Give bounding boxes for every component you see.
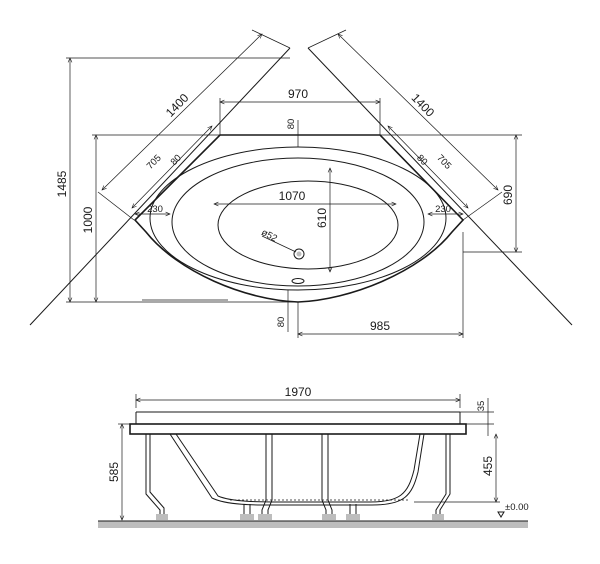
dim-705-left-line — [132, 126, 212, 208]
dim-585-label: 585 — [107, 462, 121, 482]
dim-1400-right-line — [338, 34, 498, 190]
wall-line-right — [307, 47, 573, 326]
dim-455-label: 455 — [481, 456, 495, 476]
dim-drain-label: ø52 — [259, 227, 279, 244]
dim-35-label: 35 — [476, 401, 487, 412]
tub-basin — [171, 157, 425, 287]
side-tub-body — [175, 433, 421, 503]
dim-80-left-label: 80 — [169, 153, 184, 168]
foot-4 — [322, 514, 336, 520]
dim-1400-left-ext1 — [97, 191, 135, 221]
dim-1400-right-label: 1400 — [409, 91, 438, 120]
dim-drain-leader — [261, 235, 297, 253]
floor — [98, 521, 528, 528]
dim-1970-label: 1970 — [285, 385, 312, 399]
drain-outer — [293, 248, 305, 260]
frame-mid-right — [321, 434, 357, 520]
side-rim — [129, 423, 467, 435]
tub-outer-rim — [133, 134, 465, 303]
dim-705-right-line — [388, 126, 468, 208]
dim-80-top-label: 80 — [286, 119, 297, 130]
dim-705-right-label: 705 — [434, 153, 453, 172]
dim-985-label: 985 — [370, 319, 390, 333]
dim-705-left-label: 705 — [145, 153, 164, 172]
side-tub-body-inner — [169, 433, 425, 506]
frame-mid-left — [243, 434, 273, 520]
dim-230-right-label: 230 — [435, 204, 451, 215]
dim-1070-label: 1070 — [279, 189, 306, 203]
foot-5 — [346, 514, 360, 520]
floor-level-marker — [497, 511, 505, 518]
foot-1 — [156, 514, 168, 520]
dim-80-bottom-label: 80 — [276, 317, 287, 328]
dim-230-left-label: 230 — [147, 204, 163, 215]
dim-970-label: 970 — [288, 87, 308, 101]
dim-floor-label: ±0.00 — [505, 502, 529, 513]
dim-1400-left-line — [102, 34, 262, 190]
tub-bottom — [217, 180, 399, 270]
dim-1400-left-label: 1400 — [163, 91, 192, 120]
dim-610-label: 610 — [315, 208, 329, 228]
dim-1485-label: 1485 — [55, 170, 69, 197]
wall-line-left — [29, 47, 291, 326]
foot-6 — [432, 514, 444, 520]
dim-1400-left-ext2 — [251, 29, 291, 49]
dim-1400-right-ext1 — [307, 29, 347, 49]
top-view: 1400 1400 970 80 705 80 705 80 690 1485 — [29, 29, 573, 338]
frame-left — [145, 434, 165, 520]
dim-1000-label: 1000 — [81, 206, 95, 233]
side-view: 1970 585 35 — [98, 385, 529, 528]
frame-right — [435, 434, 451, 520]
drain-inner — [296, 251, 302, 257]
dim-1400-right-ext2 — [462, 191, 503, 221]
overflow — [291, 278, 305, 284]
dim-690-label: 690 — [501, 185, 515, 205]
foot-2 — [240, 514, 254, 520]
foot-3 — [258, 514, 272, 520]
